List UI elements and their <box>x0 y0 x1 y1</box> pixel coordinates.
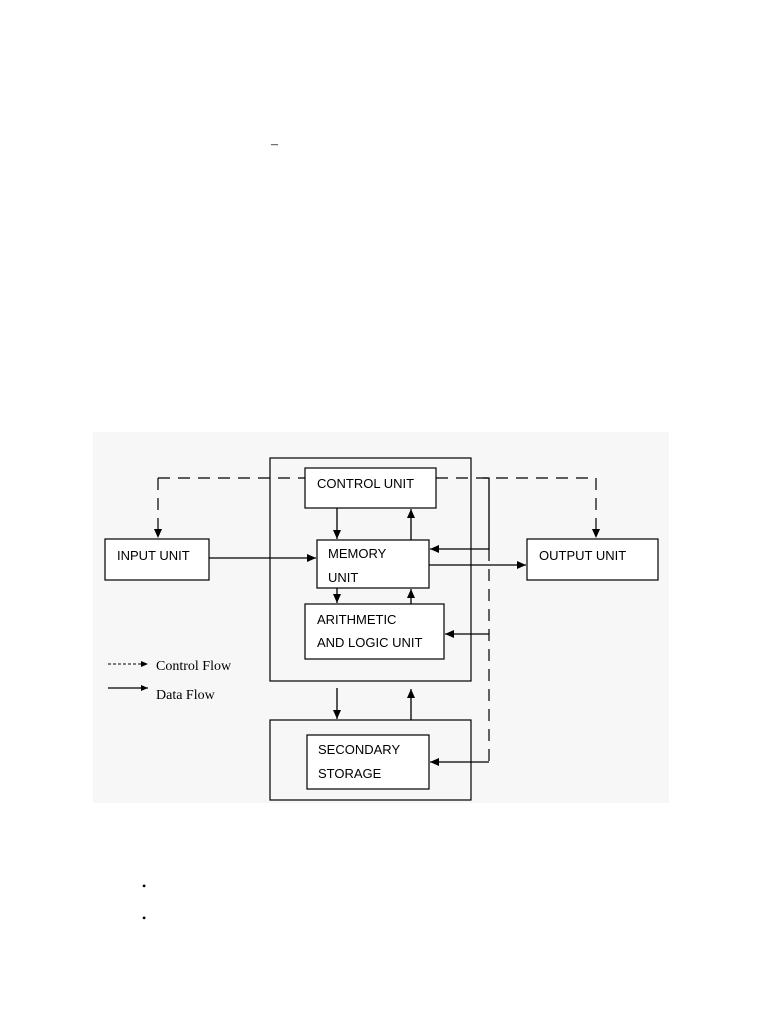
secondary-storage-box <box>306 734 430 790</box>
legend-control-flow-label: Control Flow <box>156 659 232 674</box>
alu-box <box>304 603 445 660</box>
output-unit-box <box>526 538 659 581</box>
alu-label-line2: AND LOGIC UNIT <box>317 635 423 650</box>
alu-label-line1: ARITHMETIC <box>317 612 396 627</box>
cpu-box <box>269 457 472 682</box>
input-unit-label: INPUT UNIT <box>117 548 190 563</box>
control-unit-label: CONTROL UNIT <box>317 476 414 491</box>
list-bullet: • <box>142 879 147 893</box>
control-unit-box <box>304 467 437 509</box>
memory-unit-box <box>316 539 430 589</box>
secondary-storage-label-line1: SECONDARY <box>318 742 400 757</box>
memory-unit-label-line2: UNIT <box>328 570 358 585</box>
output-unit-label: OUTPUT UNIT <box>539 548 626 563</box>
legend: Control Flow Data Flow <box>108 659 232 703</box>
storage-outer-box <box>269 719 472 801</box>
secondary-storage-label-line2: STORAGE <box>318 766 382 781</box>
top-dash: – <box>271 137 278 152</box>
input-unit-box <box>104 538 210 581</box>
computer-architecture-diagram: CONTROL UNIT MEMORY UNIT ARITHMETIC AND … <box>93 432 669 803</box>
arrow-control-line-to-memory <box>430 477 490 553</box>
memory-unit-label-line1: MEMORY <box>328 546 387 561</box>
legend-data-flow-label: Data Flow <box>156 688 216 703</box>
list-bullet: • <box>142 911 147 925</box>
